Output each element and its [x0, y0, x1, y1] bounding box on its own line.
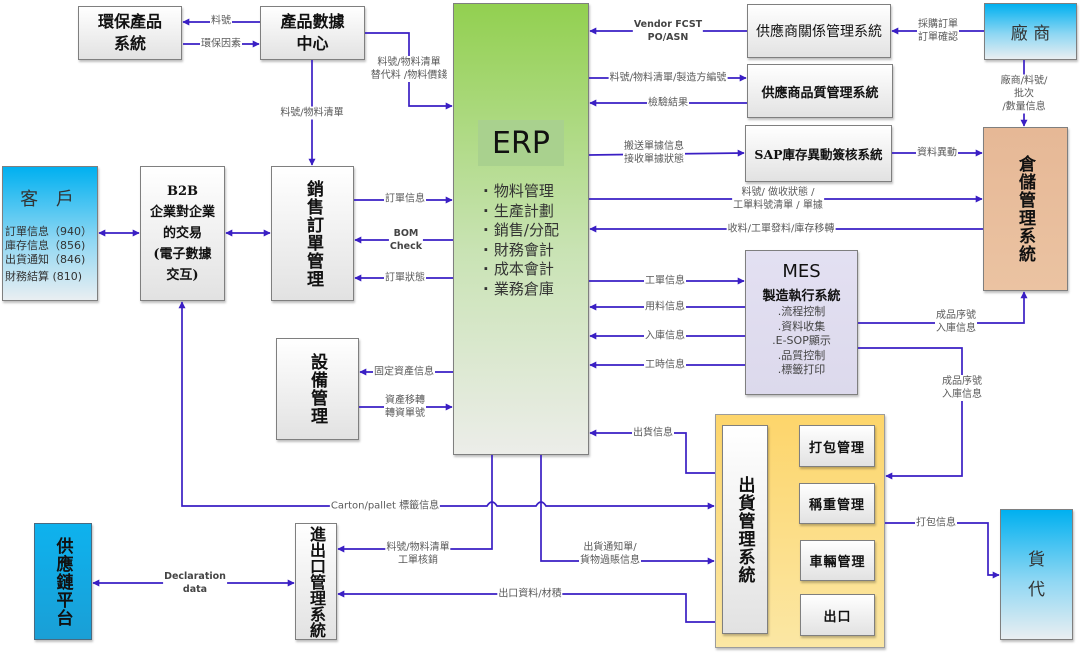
edge-label: Carton/pallet 標籤信息	[329, 499, 441, 513]
mes-function: .資料收集	[777, 319, 826, 333]
node-supplier-relationship-system[interactable]: 供應商關係管理系統	[747, 4, 891, 58]
erp-module-list: 物料管理 生產計劃 銷售/分配 財務會計 成本會計 業務倉庫	[483, 182, 559, 299]
shipping-module-export[interactable]: 出口	[800, 594, 875, 636]
customer-edi-item: 訂單信息（940）	[5, 225, 92, 238]
edge-label: Declaration data	[163, 570, 227, 596]
node-b2b[interactable]: B2B 企業對企業 的交易 (電子數據 交互)	[140, 166, 225, 301]
shipping-module-vehicle[interactable]: 車輛管理	[800, 540, 875, 581]
edge-label: 環保因素	[200, 37, 242, 51]
edge-label: 訂單狀態	[384, 271, 426, 285]
node-erp[interactable]: ERP 物料管理 生產計劃 銷售/分配 財務會計 成本會計 業務倉庫	[453, 3, 589, 455]
erp-module: 財務會計	[483, 241, 559, 261]
erp-module: 業務倉庫	[483, 280, 559, 300]
edge-shipping-to-forwarder	[885, 522, 1000, 579]
edge-label: 料號/物料清單 替代料 /物料價錢	[369, 56, 449, 82]
edge-label: 收料/工單發料/庫存移轉	[726, 222, 836, 236]
edge-label: 出貨通知單/ 貨物過賬信息	[579, 541, 641, 567]
edge-label: 工時信息	[644, 358, 686, 372]
erp-module: 銷售/分配	[483, 221, 559, 241]
edge-label: 訂單信息	[384, 192, 426, 206]
edge-label: 料號/物料清單 工單核銷	[385, 541, 451, 567]
edge-label: 資料異動	[916, 146, 958, 160]
shipping-module-packing[interactable]: 打包管理	[799, 425, 875, 467]
node-freight-forwarder[interactable]: 貨 代	[1000, 509, 1073, 640]
edge-label: 資產移轉 轉資單號	[384, 394, 426, 420]
edge-label: 檢驗結果	[647, 96, 689, 110]
customer-edi-item: 出貨通知（846)	[5, 253, 86, 266]
edge-label: 成品序號 入庫信息	[941, 375, 983, 401]
edge-label: BOM Check	[388, 227, 424, 253]
node-supplier-quality-system[interactable]: 供應商品質管理系統	[747, 64, 893, 118]
edge-label: 工單信息	[644, 274, 686, 288]
mes-function: .品質控制	[777, 348, 826, 362]
node-equipment-management[interactable]: 設備管理	[276, 338, 359, 440]
node-vendor[interactable]: 廠 商	[984, 3, 1077, 60]
edge-label: Vendor FCST PO/ASN	[632, 18, 704, 44]
edge-label: 搬送單據信息 接收單據狀態	[623, 140, 685, 166]
shipping-module-weighing[interactable]: 稱重管理	[799, 483, 875, 524]
edge-label: 固定資產信息	[373, 365, 435, 379]
erp-module: 生產計劃	[483, 202, 559, 222]
customer-edi-list: 訂單信息（940） 庫存信息（856) 出貨通知（846) 財務結算 (810)	[3, 225, 97, 284]
erp-module: 物料管理	[483, 182, 559, 202]
mes-function-list: .流程控制 .資料收集 .E-SOP顯示 .品質控制 .標籤打印	[772, 305, 831, 378]
edge-label: 料號/物料清單	[279, 106, 345, 120]
edge-label: 料號	[210, 14, 232, 28]
edge-label: 出口資料/材積	[497, 587, 563, 601]
mes-function: .流程控制	[777, 305, 826, 318]
node-eco-product-system[interactable]: 環保產品 系統	[78, 6, 182, 60]
erp-module: 成本會計	[483, 260, 559, 280]
edge-label: 料號/ 做收狀態 / 工單料號清單 / 單據	[732, 186, 824, 212]
mes-function: .標籤打印	[777, 363, 826, 376]
edge-label: 入庫信息	[644, 329, 686, 343]
erp-title: ERP	[478, 120, 564, 166]
edge-label: 廠商/料號/批次 /數量信息	[996, 74, 1052, 114]
edge-label: 用料信息	[644, 300, 686, 314]
node-supply-chain-platform[interactable]: 供應鏈平台	[34, 523, 92, 640]
edge-label: 料號/物料清單/製造方編號	[608, 71, 728, 85]
node-sap-inventory-approval-system[interactable]: SAP庫存異動簽核系統	[745, 125, 892, 182]
node-warehouse-management-system[interactable]: 倉儲管理系統	[983, 127, 1068, 291]
mes-function: .E-SOP顯示	[772, 334, 831, 347]
edge-label: 打包信息	[915, 516, 957, 530]
mes-subtitle: 製造執行系統	[762, 289, 841, 304]
edge-label: 成品序號 入庫信息	[935, 309, 977, 335]
node-import-export-system[interactable]: 進出口管理系統	[295, 523, 337, 640]
customer-title: 客 戶	[20, 189, 80, 210]
mes-title: MES	[782, 261, 821, 282]
node-customer[interactable]: 客 戶 訂單信息（940） 庫存信息（856) 出貨通知（846) 財務結算 (…	[2, 166, 98, 301]
edge-label: 採購訂單 訂單確認	[917, 18, 959, 44]
node-mes[interactable]: MES 製造執行系統 .流程控制 .資料收集 .E-SOP顯示 .品質控制 .標…	[745, 250, 858, 395]
customer-edi-item: 庫存信息（856)	[5, 239, 86, 252]
node-product-data-center[interactable]: 產品數據 中心	[260, 6, 365, 60]
node-shipping-management-system[interactable]: 出貨管理系統	[722, 425, 768, 634]
node-sales-order-management[interactable]: 銷售訂單管理	[271, 166, 354, 301]
customer-edi-item: 財務結算 (810)	[5, 270, 83, 283]
edge-label: 出貨信息	[632, 426, 674, 440]
edge-b2b-shipping-carton	[178, 301, 715, 510]
